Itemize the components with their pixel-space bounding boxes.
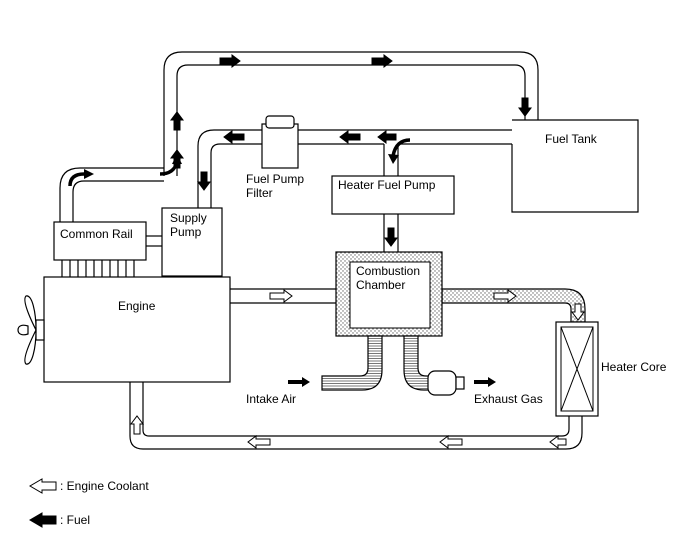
common-rail-connector xyxy=(146,235,162,247)
supply-pump-label-2: Pump xyxy=(170,225,202,239)
fuel-arrow-left-1 xyxy=(339,130,361,144)
injector-lines xyxy=(61,260,135,278)
fuel-arrow-curved-branch xyxy=(391,138,411,157)
legend-coolant-arrow-icon xyxy=(29,478,57,494)
legend-coolant-label: : Engine Coolant xyxy=(60,479,149,493)
legend: : Engine Coolant : Fuel xyxy=(29,478,149,528)
engine-label: Engine xyxy=(118,299,156,313)
fuel-pump-filter-label-1: Fuel Pump xyxy=(246,172,304,186)
coolant-arrow-up-engine xyxy=(130,415,144,435)
supply-pump xyxy=(161,207,223,277)
coolant-flow-arrows xyxy=(130,289,585,449)
fuel-arrow-down-supply xyxy=(197,171,211,191)
coolant-arrow-left-2 xyxy=(439,435,463,449)
fuel-arrow-curved-supply-head xyxy=(172,154,182,164)
fuel-arrow-left-branch xyxy=(377,130,397,144)
coolant-arrow-right-engine xyxy=(269,289,293,303)
supply-pump-label-1: Supply xyxy=(170,211,207,225)
fuel-tank-label: Fuel Tank xyxy=(545,132,598,146)
coolant-arrow-right-hot xyxy=(493,289,517,303)
coolant-line xyxy=(129,288,583,450)
fuel-arrow-curved-branch-head xyxy=(388,154,399,164)
intake-duct xyxy=(321,335,383,391)
fuel-return-line xyxy=(163,51,539,176)
exhaust-duct xyxy=(403,335,431,391)
engine-fan xyxy=(17,295,45,365)
exhaust-gas-label: Exhaust Gas xyxy=(474,392,543,406)
combustion-chamber-label-2: Chamber xyxy=(356,278,405,292)
fuel-pump-filter-label-2: Filter xyxy=(246,186,273,200)
intake-air-label: Intake Air xyxy=(246,392,296,406)
fuel-feed-line xyxy=(197,129,512,252)
fuel-pump-filter xyxy=(261,115,299,169)
legend-fuel-arrow-icon xyxy=(29,512,57,528)
fuel-arrow-curved-rail xyxy=(68,172,85,187)
fuel-arrow-down-tank xyxy=(518,97,532,117)
legend-fuel-label: : Fuel xyxy=(60,513,90,527)
heater-core xyxy=(555,321,599,417)
coolant-arrow-down-core xyxy=(571,303,585,321)
fuel-arrow-right-1 xyxy=(219,54,241,68)
heater-core-label: Heater Core xyxy=(601,360,667,374)
common-rail-line xyxy=(59,167,164,222)
coolant-arrow-left-1 xyxy=(549,435,567,449)
heater-fuel-pump xyxy=(331,175,455,215)
fuel-arrow-left-2 xyxy=(223,130,245,144)
coolant-arrow-left-3 xyxy=(247,435,271,449)
engine xyxy=(43,276,231,383)
common-rail-label: Common Rail xyxy=(60,227,133,241)
exhaust-gas-arrow xyxy=(474,377,496,387)
intake-air-arrow xyxy=(288,377,310,387)
fuel-tank xyxy=(511,119,639,213)
heater-fuel-pump-label: Heater Fuel Pump xyxy=(338,178,436,192)
fuel-flow-arrows xyxy=(170,54,532,247)
fuel-arrow-curved-rail-head xyxy=(84,169,94,179)
common-rail xyxy=(53,221,147,261)
fuel-arrow-up-return xyxy=(170,111,184,131)
exhaust-muffler xyxy=(427,370,465,396)
fuel-arrow-down-heater xyxy=(384,227,398,247)
fuel-arrow-right-2 xyxy=(371,54,393,68)
combustion-chamber-inner xyxy=(349,261,431,329)
combustion-chamber-label-1: Combustion xyxy=(356,264,420,278)
